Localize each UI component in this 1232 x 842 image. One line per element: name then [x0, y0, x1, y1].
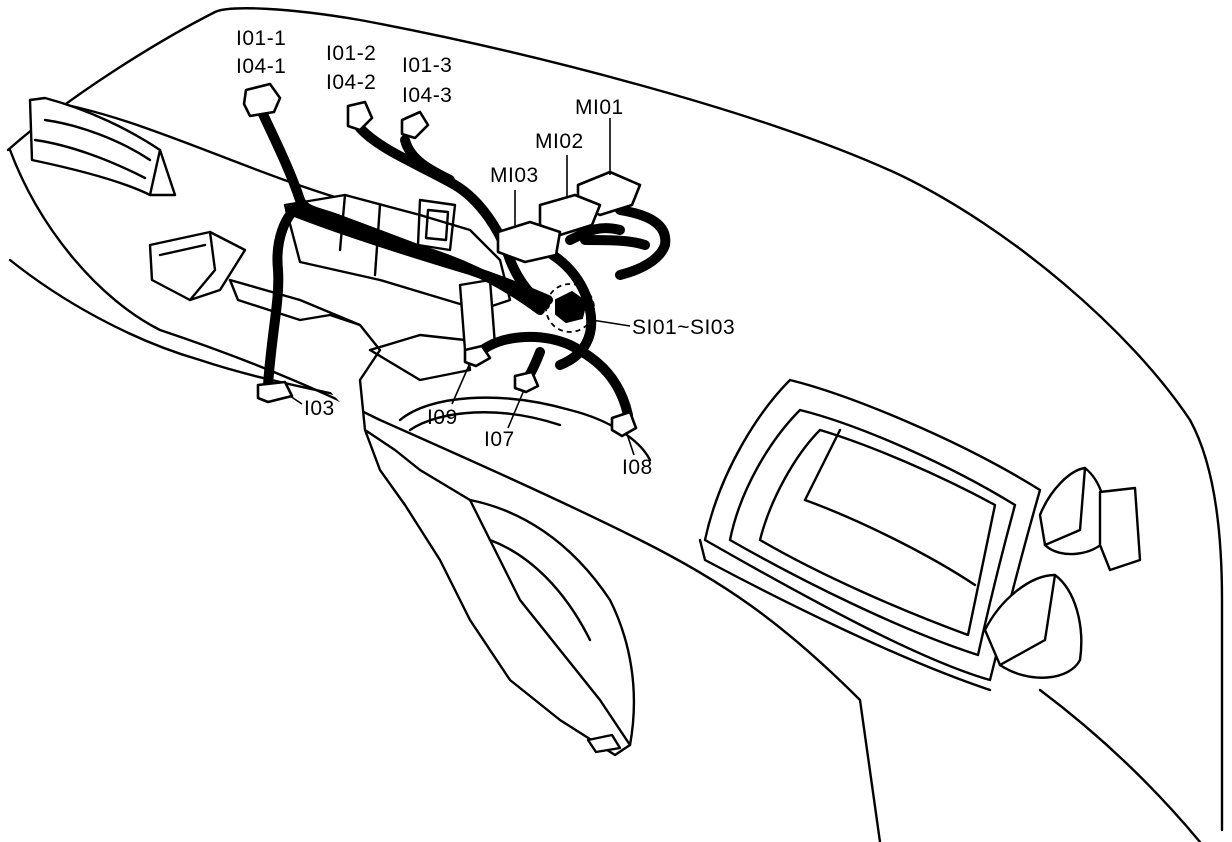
label-i04-2: I04-2 — [326, 71, 377, 94]
label-i08: I08 — [622, 456, 653, 479]
label-mi03: MI03 — [490, 164, 539, 187]
connector-i08 — [610, 410, 638, 438]
center-console — [228, 278, 652, 757]
label-i01-1: I01-1 — [236, 27, 287, 50]
right-air-vent — [983, 466, 1142, 679]
connector-i07 — [513, 370, 540, 394]
connector-i09 — [463, 344, 492, 368]
left-air-vent — [28, 96, 177, 197]
label-si01-si03: SI01~SI03 — [632, 316, 736, 339]
connector-i01-3 — [400, 110, 430, 140]
glove-box — [698, 378, 1042, 692]
label-i09: I09 — [427, 406, 458, 429]
leader-lines — [289, 118, 635, 456]
connector-i03 — [256, 380, 294, 404]
connector-si01-si03 — [545, 283, 595, 333]
dashboard-base-left — [8, 258, 362, 402]
label-i04-1: I04-1 — [236, 55, 287, 78]
dashboard-top-edge — [6, 7, 1224, 832]
label-i01-2: I01-2 — [326, 42, 377, 65]
connector-i01-2 — [346, 100, 374, 132]
label-i07: I07 — [484, 428, 515, 451]
label-mi01: MI01 — [575, 96, 624, 119]
label-i03: I03 — [304, 397, 335, 420]
dashboard-right-lower — [1038, 688, 1202, 842]
label-i04-3: I04-3 — [402, 84, 453, 107]
connector-i01-1 — [242, 82, 282, 118]
label-mi02: MI02 — [535, 130, 584, 153]
connector-mi03 — [496, 220, 562, 264]
dashboard-lower-edge — [8, 148, 882, 842]
label-i01-3: I01-3 — [402, 54, 453, 77]
left-lower-vent — [148, 230, 247, 302]
